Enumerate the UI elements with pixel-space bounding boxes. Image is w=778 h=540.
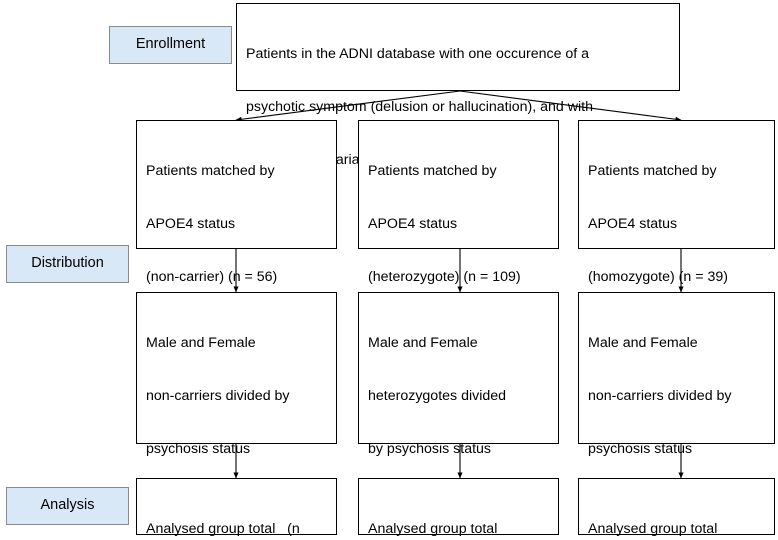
stage-label-enrollment: Enrollment [109, 26, 232, 64]
node-psychosis-homozygote-line-2: non-carriers divided by [588, 387, 732, 404]
node-psychosis-homozygote-line-3: psychosis status [588, 440, 693, 457]
node-analysis-homozygote: Analysed group total (n = 39) [578, 478, 775, 537]
node-analysis-non-carrier-line-1: Analysed group total (n [146, 521, 300, 538]
node-psychosis-heterozygote-line-3: by psychosis status [368, 440, 492, 457]
node-psychosis-homozygote: Male and Female non-carriers divided by … [578, 292, 775, 510]
node-matched-non-carrier-line-1: Patients matched by [146, 163, 275, 180]
node-psychosis-homozygote-line-1: Male and Female [588, 335, 698, 352]
node-psychosis-heterozygote: Male and Female heterozygotes divided by… [358, 292, 559, 510]
node-analysis-heterozygote-line-1: Analysed group total [368, 521, 498, 538]
node-matched-homozygote: Patients matched by APOE4 status (homozy… [578, 120, 775, 390]
node-enrollment: Patients in the ADNI database with one o… [236, 3, 680, 221]
node-psychosis-non-carrier-line-1: Male and Female [146, 335, 256, 352]
node-matched-homozygote-line-3: (homozygote) (n = 39) [588, 268, 728, 285]
node-matched-heterozygote-line-3: (heterozygote) (n = 109) [368, 268, 521, 285]
stage-label-enrollment-text: Enrollment [135, 36, 206, 53]
node-psychosis-non-carrier-line-2: non-carriers divided by [146, 387, 290, 404]
node-psychosis-heterozygote-line-1: Male and Female [368, 335, 478, 352]
node-psychosis-non-carrier-line-3: psychosis status [146, 440, 251, 457]
stage-label-analysis: Analysis [6, 487, 129, 525]
node-matched-non-carrier: Patients matched by APOE4 status (non-ca… [136, 120, 337, 390]
node-matched-heterozygote-line-2: APOE4 status [368, 215, 458, 232]
stage-label-distribution: Distribution [6, 245, 129, 283]
node-matched-heterozygote: Patients matched by APOE4 status (hetero… [358, 120, 559, 390]
stage-label-distribution-text: Distribution [31, 255, 104, 272]
node-enrollment-line-2: psychotic symptom (delusion or hallucina… [246, 98, 593, 115]
node-psychosis-heterozygote-line-2: heterozygotes divided [368, 387, 507, 404]
node-matched-non-carrier-line-2: APOE4 status [146, 215, 236, 232]
node-enrollment-line-1: Patients in the ADNI database with one o… [246, 46, 590, 63]
node-analysis-non-carrier: Analysed group total (n = 56) [136, 478, 337, 537]
node-analysis-heterozygote: Analysed group total (n = 109) [358, 478, 559, 537]
node-analysis-homozygote-line-1: Analysed group total [588, 521, 718, 538]
node-matched-heterozygote-line-1: Patients matched by [368, 163, 497, 180]
node-matched-homozygote-line-2: APOE4 status [588, 215, 678, 232]
node-matched-non-carrier-line-3: (non-carrier) (n = 56) [146, 268, 278, 285]
stage-label-analysis-text: Analysis [40, 497, 95, 514]
node-psychosis-non-carrier: Male and Female non-carriers divided by … [136, 292, 337, 510]
node-matched-homozygote-line-1: Patients matched by [588, 163, 717, 180]
